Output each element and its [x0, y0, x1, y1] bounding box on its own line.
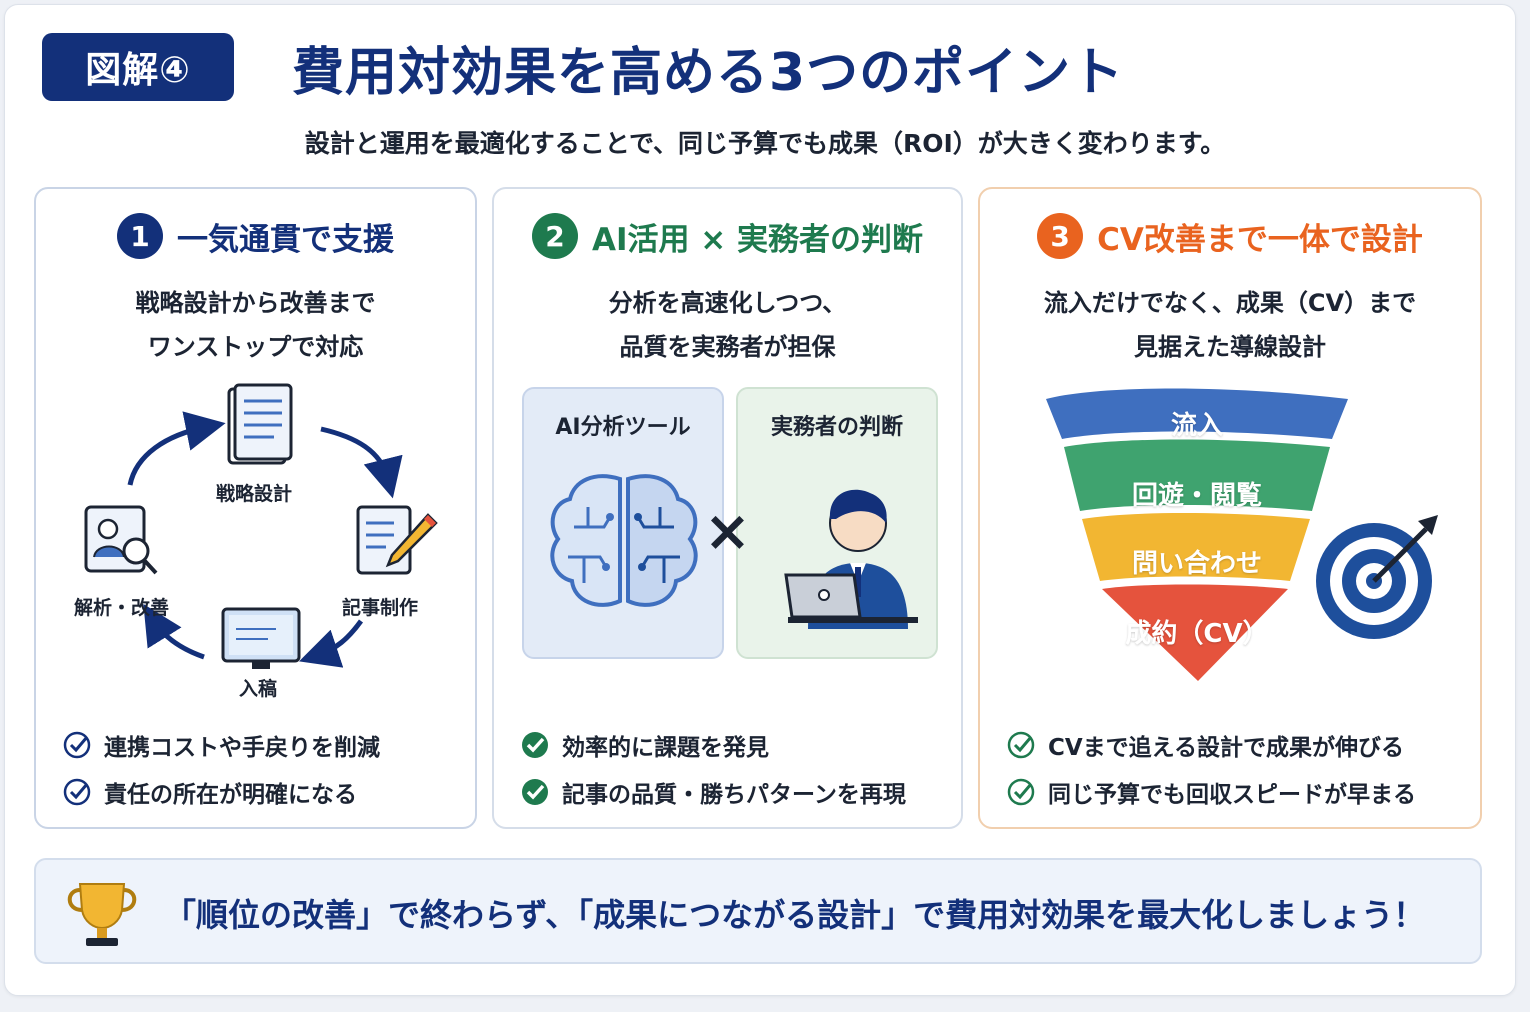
analysis-magnifier-icon: [84, 505, 158, 575]
funnel-icon: [1046, 388, 1348, 681]
card-title: AI活用 × 実務者の判断: [591, 221, 924, 258]
description-line: 流入だけでなく、成果（CV）まで: [1043, 289, 1417, 317]
benefit-item: 効率的に課題を発見: [520, 721, 906, 768]
monitor-icon: [221, 607, 301, 669]
check-icon: [63, 731, 91, 758]
benefit-list: CVまで追える設計で成果が伸びる 同じ予算でも回収スピードが早まる: [1006, 721, 1416, 815]
cycle-arrow-icon: [127, 411, 226, 486]
benefit-item: 同じ予算でも回収スピードが早まる: [1006, 768, 1416, 815]
point-number-badge: 3: [1037, 213, 1084, 259]
cycle-label-strategy: 戦略設計: [216, 483, 293, 505]
funnel-stage-conversion: 成約（CV）: [1125, 619, 1269, 649]
card-header: 1 一気通貫で支援: [36, 213, 475, 259]
target-arrow-icon: [1316, 515, 1438, 639]
person-laptop-icon: [784, 489, 918, 629]
card-header: 2 AI活用 × 実務者の判断: [494, 213, 961, 259]
edit-pencil-icon: [356, 505, 438, 575]
human-judgment-panel: 実務者の判断: [736, 387, 938, 659]
point-card-2: 2 AI活用 × 実務者の判断 分析を高速化しつつ、 品質を実務者が担保 AI分…: [492, 187, 963, 829]
conclusion-text: 「順位の改善」で終わらず、「成果につながる設計」で費用対効果を最大化しましょう！: [164, 896, 1426, 934]
card-title: 一気通貫で支援: [177, 221, 394, 258]
cycle-label-upload: 入稿: [239, 678, 278, 700]
human-judgment-label: 実務者の判断: [770, 415, 903, 440]
point-number-badge: 2: [531, 213, 578, 259]
point-card-3: 3 CV改善まで一体で設計 流入だけでなく、成果（CV）まで 見据えた導線設計 …: [978, 187, 1482, 829]
page-subtitle: 設計と運用を最適化することで、同じ予算でも成果（ROI）が大きく変わります。: [304, 129, 1226, 158]
benefit-text: 記事の品質・勝ちパターンを再現: [562, 781, 906, 808]
workflow-cycle-diagram: [84, 383, 438, 669]
funnel-stage-inquiry: 問い合わせ: [1131, 549, 1262, 579]
check-icon: [63, 778, 91, 805]
benefit-item: 責任の所在が明確になる: [62, 768, 380, 815]
description-line: 見据えた導線設計: [1134, 333, 1326, 361]
benefit-item: 連携コストや手戻りを削減: [62, 721, 380, 768]
figure-badge: 図解④: [42, 33, 234, 101]
card-header: 3 CV改善まで一体で設計: [980, 213, 1480, 259]
description-line: 品質を実務者が担保: [619, 333, 836, 361]
check-icon: [1007, 731, 1035, 758]
description-line: 分析を高速化しつつ、: [608, 289, 847, 317]
ai-tool-panel: AI分析ツール: [522, 387, 724, 659]
conclusion-banner: 「順位の改善」で終わらず、「成果につながる設計」で費用対効果を最大化しましょう！: [34, 858, 1482, 964]
cycle-arrow-icon: [299, 619, 364, 668]
multiply-symbol: ×: [704, 499, 751, 564]
point-number-badge: 1: [117, 213, 163, 259]
page-title: 費用対効果を高める3つのポイント: [292, 43, 1125, 103]
benefit-text: 効率的に課題を発見: [562, 734, 769, 761]
brain-circuit-icon: [550, 474, 698, 607]
benefit-list: 連携コストや手戻りを削減 責任の所在が明確になる: [62, 721, 380, 815]
check-filled-icon: [522, 731, 548, 758]
funnel-stage-browse: 回遊・閲覧: [1131, 481, 1262, 511]
card-description: 戦略設計から改善まで ワンストップで対応: [36, 281, 475, 369]
benefit-text: 同じ予算でも回収スピードが早まる: [1048, 781, 1416, 808]
description-line: ワンストップで対応: [147, 333, 364, 361]
benefit-text: 責任の所在が明確になる: [104, 781, 357, 808]
cycle-arrow-icon: [320, 426, 403, 499]
cycle-label-writing: 記事制作: [342, 597, 419, 619]
benefit-text: CVまで追える設計で成果が伸びる: [1048, 734, 1404, 761]
funnel-stage-inflow: 流入: [1170, 411, 1223, 441]
card-description: 流入だけでなく、成果（CV）まで 見据えた導線設計: [980, 281, 1480, 369]
ai-tool-label: AI分析ツール: [555, 415, 691, 440]
benefit-item: CVまで追える設計で成果が伸びる: [1006, 721, 1416, 768]
card-title: CV改善まで一体で設計: [1097, 221, 1423, 258]
card-description: 分析を高速化しつつ、 品質を実務者が担保: [494, 281, 961, 369]
document-icon: [227, 383, 293, 465]
benefit-text: 連携コストや手戻りを削減: [104, 734, 380, 761]
trophy-icon: [67, 883, 137, 946]
check-icon: [1007, 778, 1035, 805]
check-filled-icon: [522, 778, 548, 805]
description-line: 戦略設計から改善まで: [135, 289, 376, 317]
benefit-item: 記事の品質・勝ちパターンを再現: [520, 768, 906, 815]
cycle-label-analysis: 解析・改善: [74, 597, 170, 619]
cycle-arrow-icon: [143, 604, 205, 660]
benefit-list: 効率的に課題を発見 記事の品質・勝ちパターンを再現: [520, 721, 906, 815]
point-card-1: 1 一気通貫で支援 戦略設計から改善まで ワンストップで対応: [34, 187, 477, 829]
